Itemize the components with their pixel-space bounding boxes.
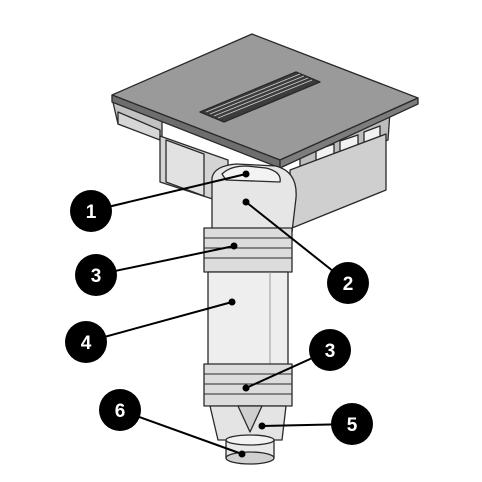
callout-3-lower-label: 3	[325, 341, 336, 362]
callout-4-label: 4	[81, 333, 92, 354]
callout-3-upper: 3	[75, 254, 117, 296]
hood-unit	[111, 33, 419, 229]
hood-top-edge-right	[279, 97, 419, 169]
callout-1-label: 1	[86, 202, 97, 223]
callout-3-lower: 3	[309, 329, 351, 371]
callout-6-label: 6	[115, 401, 126, 422]
leader-3a	[95, 245, 235, 276]
callout-5: 5	[331, 403, 373, 445]
lower-coupling-sleeve	[203, 363, 293, 407]
leader-1	[90, 173, 247, 212]
target-dots	[228, 170, 266, 458]
straight-duct	[207, 271, 289, 369]
duct-assembly	[203, 163, 297, 465]
round-collar-top	[225, 434, 275, 446]
leader-6	[119, 409, 243, 455]
round-collar-bottom	[225, 451, 275, 465]
leader-lines	[85, 173, 353, 455]
callout-5-label: 5	[347, 415, 358, 436]
upper-sleeve-rings	[204, 237, 292, 259]
callout-3-upper-label: 3	[91, 266, 102, 287]
callout-4: 4	[65, 321, 107, 363]
callout-2-label: 2	[343, 274, 354, 295]
blower-box-left-panel	[165, 139, 205, 197]
callout-1: 1	[70, 190, 112, 232]
transition-adapter	[221, 165, 281, 183]
adapter-facet	[237, 405, 263, 433]
leader-4	[85, 301, 233, 343]
leader-2	[245, 201, 349, 284]
callout-6: 6	[99, 389, 141, 431]
grille-slats	[205, 73, 313, 119]
callout-2: 2	[327, 262, 369, 304]
